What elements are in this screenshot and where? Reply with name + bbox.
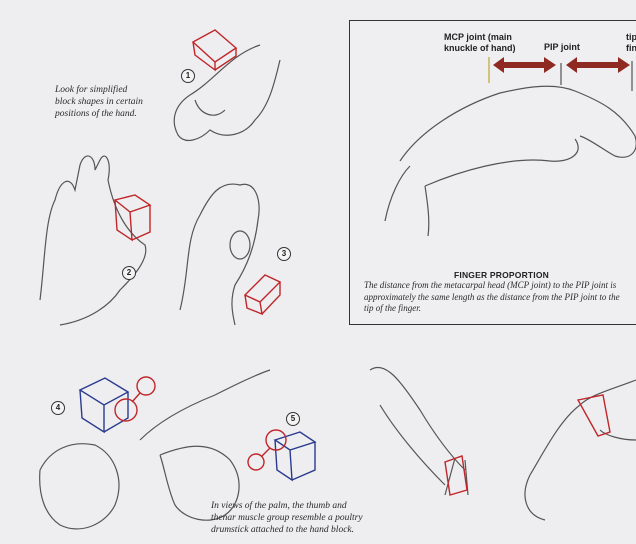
description-line: approximately the same length as the dis… <box>364 291 620 302</box>
block-shape-1 <box>191 29 238 72</box>
block-shape-4 <box>78 377 130 434</box>
figure-number-1: 1 <box>181 69 195 83</box>
finger-proportion-drawing <box>384 57 636 237</box>
figure-number-3: 3 <box>277 247 291 261</box>
caption-line: thenar muscle group resemble a poultry <box>211 513 363 523</box>
label-line: tip <box>626 32 636 42</box>
block-shape-5 <box>273 431 317 482</box>
label-line: knuckle of hand) <box>444 43 516 53</box>
hand-drawing-4 <box>39 443 120 530</box>
arrow-pip-to-tip <box>566 57 630 73</box>
hand-drawing-3 <box>179 183 260 326</box>
hand-drawing-5 <box>139 369 271 521</box>
figure-number-5: 5 <box>286 412 300 426</box>
label-pip-joint: PIP joint <box>544 42 580 52</box>
block-shape-2 <box>113 194 152 242</box>
caption-line: Look for simplified <box>55 85 128 95</box>
label-line: MCP joint (main <box>444 32 512 42</box>
hand-drawing-wrist-right <box>524 379 636 521</box>
label-mcp-joint: MCP joint (main knuckle of hand) <box>444 32 516 54</box>
description-line: tip of the finger. <box>364 303 421 313</box>
wrist-band-right <box>576 394 611 437</box>
drumstick-shape-4 <box>114 376 156 422</box>
caption-block-shapes: Look for simplified block shapes in cert… <box>55 84 143 120</box>
label-tip-of-finger: tip fin <box>626 32 636 54</box>
caption-line: block shapes in certain <box>55 97 143 107</box>
proportion-arrows <box>493 57 630 73</box>
drumstick-shape-5 <box>247 429 287 471</box>
finger-hand-drawing <box>384 85 636 237</box>
hand-drawing-wrist-left <box>369 366 469 496</box>
caption-palm: In views of the palm, the thumb and then… <box>211 500 363 536</box>
hand-drawing-1 <box>173 44 281 142</box>
caption-line: positions of the hand. <box>55 109 137 119</box>
wrist-band-left <box>444 455 468 496</box>
block-shape-3 <box>243 274 282 316</box>
finger-proportion-box: MCP joint (main knuckle of hand) PIP joi… <box>349 20 636 325</box>
figure-number-2: 2 <box>122 266 136 280</box>
caption-line: drumstick attached to the hand block. <box>211 525 354 535</box>
finger-proportion-description: The distance from the metacarpal head (M… <box>364 280 636 315</box>
finger-proportion-heading: FINGER PROPORTION <box>454 270 550 280</box>
description-line: The distance from the metacarpal head (M… <box>364 280 617 290</box>
caption-line: In views of the palm, the thumb and <box>211 501 347 511</box>
arrow-mcp-to-pip <box>493 57 556 73</box>
figure-number-4: 4 <box>51 401 65 415</box>
label-line: fin <box>626 43 636 53</box>
hand-drawing-2 <box>39 155 147 326</box>
